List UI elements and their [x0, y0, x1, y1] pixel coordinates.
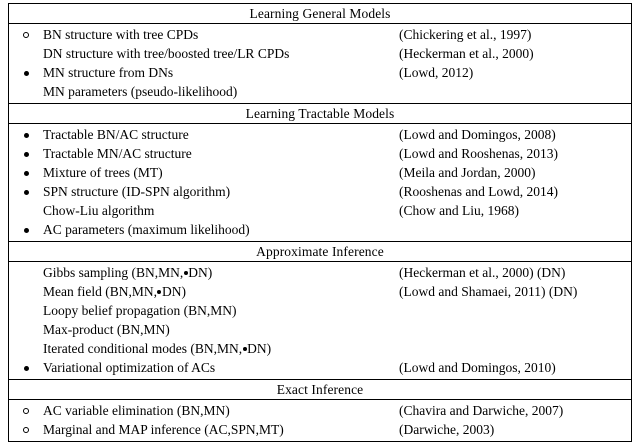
table-row: Tractable BN/AC structure (Lowd and Domin…	[9, 125, 631, 144]
row-item-text: Gibbs sampling (BN,MN,	[43, 265, 184, 280]
section-header: Exact Inference	[9, 379, 631, 400]
row-item-label: Max-product (BN,MN)	[43, 320, 170, 339]
row-citation: (Lowd and Domingos, 2010)	[399, 360, 556, 375]
row-item-text-suffix: DN)	[188, 265, 213, 280]
hollow-bullet-icon	[17, 420, 35, 439]
row-citation: (Darwiche, 2003)	[399, 422, 495, 437]
row-citation: (Heckerman et al., 2000)	[399, 46, 534, 61]
table-row: Mean field (BN,MN, DN) (Lowd and Shamaei, …	[9, 282, 631, 301]
row-item-label: Mixture of trees (MT)	[43, 163, 163, 182]
filled-bullet-icon	[17, 182, 35, 201]
filled-bullet-icon	[17, 220, 35, 239]
row-item-text: Tractable BN/AC structure	[43, 127, 189, 142]
row-citation: (Chavira and Darwiche, 2007)	[399, 403, 564, 418]
row-item-text-suffix: DN)	[161, 284, 186, 299]
section-body: AC variable elimination (BN,MN) (Chavira …	[9, 400, 631, 441]
table-row: AC variable elimination (BN,MN) (Chavira …	[9, 401, 631, 420]
section-body: BN structure with tree CPDs (Chickering e…	[9, 24, 631, 103]
row-item-label: Gibbs sampling (BN,MN, DN)	[43, 263, 212, 282]
row-item-text: BN structure with tree CPDs	[43, 27, 199, 42]
filled-bullet-icon	[17, 63, 35, 82]
row-item-text: Max-product (BN,MN)	[43, 322, 170, 337]
table-row: MN structure from DNs (Lowd, 2012)	[9, 63, 631, 82]
row-item-text: MN parameters (pseudo-likelihood)	[43, 84, 238, 99]
row-citation: (Chow and Liu, 1968)	[399, 203, 519, 218]
row-item-label: MN parameters (pseudo-likelihood)	[43, 82, 237, 101]
filled-bullet-icon	[17, 163, 35, 182]
row-item-label: BN structure with tree CPDs	[43, 25, 198, 44]
inline-filled-bullet-icon	[183, 270, 188, 275]
row-item-text: Loopy belief propagation (BN,MN)	[43, 303, 237, 318]
row-item-label: Mean field (BN,MN, DN)	[43, 282, 186, 301]
row-item-text: Chow-Liu algorithm	[43, 203, 155, 218]
filled-bullet-icon	[17, 125, 35, 144]
row-item-label: Variational optimization of ACs	[43, 358, 215, 377]
table-row: BN structure with tree CPDs (Chickering e…	[9, 25, 631, 44]
section-header: Learning Tractable Models	[9, 103, 631, 124]
table-row: MN parameters (pseudo-likelihood)	[9, 82, 631, 101]
row-item-label: Marginal and MAP inference (AC,SPN,MT)	[43, 420, 284, 439]
filled-bullet-icon	[17, 144, 35, 163]
hollow-bullet-icon	[17, 401, 35, 420]
row-item-text: Iterated conditional modes (BN,MN,	[43, 341, 243, 356]
table-row: Mixture of trees (MT) (Meila and Jordan, …	[9, 163, 631, 182]
section-header: Approximate Inference	[9, 241, 631, 262]
table-row: Max-product (BN,MN)	[9, 320, 631, 339]
row-item-text: Mixture of trees (MT)	[43, 165, 163, 180]
inline-filled-bullet-icon	[157, 289, 162, 294]
row-item-label: Tractable BN/AC structure	[43, 125, 189, 144]
row-citation: (Rooshenas and Lowd, 2014)	[399, 184, 558, 199]
row-citation: (Lowd and Shamaei, 2011) (DN)	[399, 284, 578, 299]
row-item-text: AC variable elimination (BN,MN)	[43, 403, 230, 418]
table-row: Marginal and MAP inference (AC,SPN,MT) (D…	[9, 420, 631, 439]
section-body: Tractable BN/AC structure (Lowd and Domin…	[9, 124, 631, 241]
row-item-label: Iterated conditional modes (BN,MN, DN)	[43, 339, 271, 358]
row-item-text: Variational optimization of ACs	[43, 360, 216, 375]
table-row: Tractable MN/AC structure (Lowd and Roosh…	[9, 144, 631, 163]
row-citation: (Heckerman et al., 2000) (DN)	[399, 265, 566, 280]
row-citation: (Meila and Jordan, 2000)	[399, 165, 536, 180]
row-item-text: DN structure with tree/boosted tree/LR C…	[43, 46, 290, 61]
table-row: DN structure with tree/boosted tree/LR C…	[9, 44, 631, 63]
section-header: Learning General Models	[9, 4, 631, 24]
row-item-label: AC variable elimination (BN,MN)	[43, 401, 230, 420]
row-item-label: Chow-Liu algorithm	[43, 201, 154, 220]
table-row: Chow-Liu algorithm (Chow and Liu, 1968)	[9, 201, 631, 220]
row-item-text: AC parameters (maximum likelihood)	[43, 222, 250, 237]
row-citation: (Lowd, 2012)	[399, 65, 474, 80]
row-item-label: MN structure from DNs	[43, 63, 173, 82]
row-item-label: AC parameters (maximum likelihood)	[43, 220, 250, 239]
row-item-label: Loopy belief propagation (BN,MN)	[43, 301, 236, 320]
row-item-label: DN structure with tree/boosted tree/LR C…	[43, 44, 289, 63]
row-citation: (Chickering et al., 1997)	[399, 27, 532, 42]
row-item-label: SPN structure (ID-SPN algorithm)	[43, 182, 230, 201]
row-item-text: Tractable MN/AC structure	[43, 146, 192, 161]
section-body: Gibbs sampling (BN,MN, DN) (Heckerman et a…	[9, 262, 631, 379]
table-row: Gibbs sampling (BN,MN, DN) (Heckerman et a…	[9, 263, 631, 282]
hollow-bullet-icon	[17, 25, 35, 44]
row-item-text: MN structure from DNs	[43, 65, 174, 80]
table-row: Variational optimization of ACs (Lowd and…	[9, 358, 631, 377]
filled-bullet-icon	[17, 358, 35, 377]
row-citation: (Lowd and Rooshenas, 2013)	[399, 146, 558, 161]
row-item-label: Tractable MN/AC structure	[43, 144, 192, 163]
table-row: AC parameters (maximum likelihood)	[9, 220, 631, 239]
row-item-text: SPN structure (ID-SPN algorithm)	[43, 184, 231, 199]
row-item-text-suffix: DN)	[247, 341, 272, 356]
table-row: Iterated conditional modes (BN,MN, DN)	[9, 339, 631, 358]
row-item-text: Mean field (BN,MN,	[43, 284, 157, 299]
row-item-text: Marginal and MAP inference (AC,SPN,MT)	[43, 422, 284, 437]
inline-filled-bullet-icon	[242, 346, 247, 351]
table-row: Loopy belief propagation (BN,MN)	[9, 301, 631, 320]
row-citation: (Lowd and Domingos, 2008)	[399, 127, 556, 142]
table-row: SPN structure (ID-SPN algorithm) (Rooshen…	[9, 182, 631, 201]
